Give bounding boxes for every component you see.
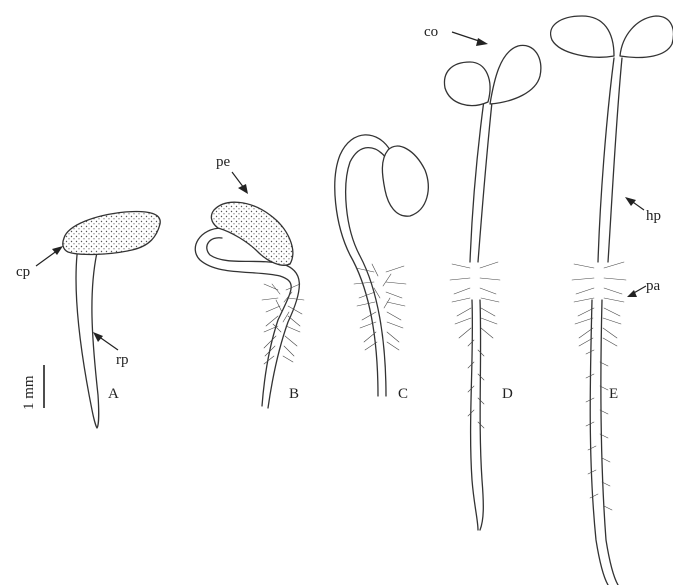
annotation-rp: rp	[93, 332, 129, 368]
seedling-stage-c: C	[335, 135, 428, 402]
annotation-pa-label: pa	[646, 278, 661, 294]
stage-label-d: D	[502, 386, 513, 402]
root-hairs-d	[450, 262, 500, 428]
seedling-stage-e: E	[551, 16, 673, 585]
annotation-rp-label: rp	[116, 352, 129, 368]
stage-label-a: A	[108, 386, 119, 402]
annotation-pe-label: pe	[216, 154, 231, 170]
stage-label-c: C	[398, 386, 408, 402]
scale-bar: 1 mm	[21, 365, 44, 410]
annotation-hp-label: hp	[646, 208, 661, 224]
seedling-stage-a: A	[63, 212, 160, 429]
seedling-stage-d: D	[444, 45, 540, 530]
annotation-cp-label: cp	[16, 264, 30, 280]
root-hairs-c	[354, 264, 406, 350]
annotation-pe: pe	[216, 154, 248, 194]
annotation-hp: hp	[625, 197, 661, 224]
annotation-pa: pa	[627, 278, 661, 297]
seedling-stage-b: B	[195, 202, 304, 408]
annotation-co: co	[424, 24, 488, 46]
annotation-cp: cp	[16, 246, 63, 280]
annotation-co-label: co	[424, 24, 438, 40]
scale-label: 1 mm	[21, 375, 37, 410]
stage-label-b: B	[289, 386, 299, 402]
stage-label-e: E	[609, 386, 618, 402]
